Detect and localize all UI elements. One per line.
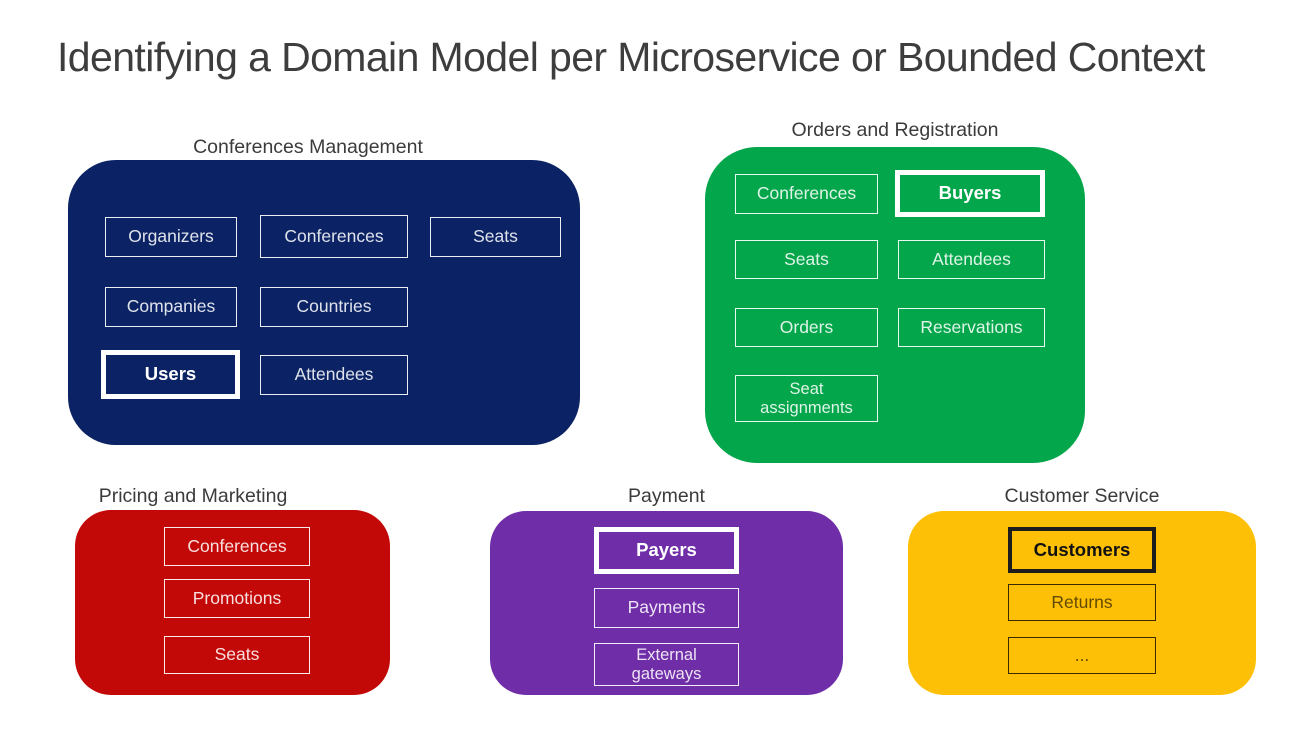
entity-payments: Payments [594,588,739,628]
entity-promotions: Promotions [164,579,310,618]
entity-external-gateways: External gateways [594,643,739,686]
entity-orders: Orders [735,308,878,347]
entity-customers: Customers [1008,527,1156,573]
entity-countries: Countries [260,287,408,327]
entity-attendees: Attendees [260,355,408,395]
entity-conferences: Conferences [735,174,878,214]
entity-companies: Companies [105,287,237,327]
entity-users: Users [101,350,240,399]
context-container-orders-and-registration: Conferences Buyers Seats Attendees Order… [705,147,1085,463]
context-container-payment: Payers Payments External gateways [490,511,843,695]
context-label-payment: Payment [628,485,705,507]
entity-buyers: Buyers [895,170,1045,217]
entity-ellipsis: ... [1008,637,1156,674]
entity-organizers: Organizers [105,217,237,257]
entity-seats: Seats [430,217,561,257]
entity-seats: Seats [735,240,878,279]
entity-reservations: Reservations [898,308,1045,347]
context-label-conferences-management: Conferences Management [193,136,423,158]
entity-returns: Returns [1008,584,1156,621]
entity-payers: Payers [594,527,739,574]
entity-attendees: Attendees [898,240,1045,279]
entity-seat-assignments: Seat assignments [735,375,878,422]
context-container-conferences-management: Organizers Conferences Seats Companies C… [68,160,580,445]
context-label-customer-service: Customer Service [1004,485,1160,507]
entity-conferences: Conferences [164,527,310,566]
entity-seats: Seats [164,636,310,674]
context-container-pricing-and-marketing: Conferences Promotions Seats [75,510,390,695]
slide-title: Identifying a Domain Model per Microserv… [57,34,1205,80]
context-label-pricing-and-marketing: Pricing and Marketing [98,485,288,507]
entity-conferences: Conferences [260,215,408,258]
context-label-orders-and-registration: Orders and Registration [791,119,999,141]
context-container-customer-service: Customers Returns ... [908,511,1256,695]
